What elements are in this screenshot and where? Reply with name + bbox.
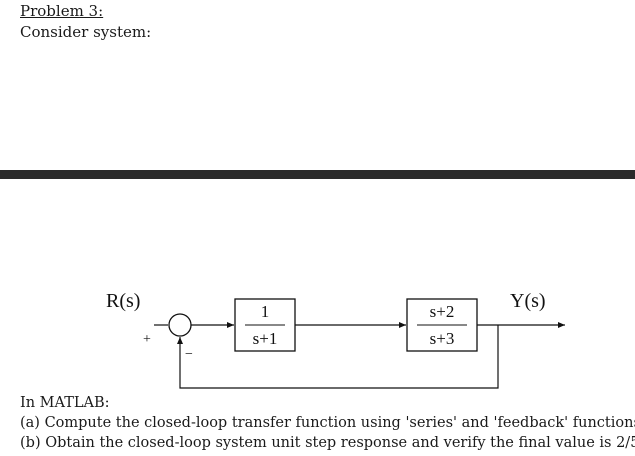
sum-plus-sign: + — [143, 332, 151, 347]
task-item-b: (b) Obtain the closed-loop system unit s… — [20, 433, 635, 453]
problem-subtitle: Consider system: — [20, 23, 152, 41]
block-2-numerator: s+2 — [430, 302, 455, 321]
matlab-tasks: In MATLAB: (a) Compute the closed-loop t… — [20, 393, 635, 453]
sum-minus-sign: − — [185, 347, 193, 362]
task-b-marker: (b) — [20, 435, 41, 451]
section-divider — [0, 170, 635, 179]
task-a-marker: (a) — [20, 415, 40, 431]
block-2-denominator: s+3 — [430, 329, 455, 348]
input-label: R(s) — [106, 290, 140, 312]
task-item-a: (a) Compute the closed-loop transfer fun… — [20, 413, 635, 433]
feedback-path — [177, 325, 499, 389]
output-label: Y(s) — [510, 290, 546, 312]
problem-heading: Problem 3: Consider system: — [20, 2, 151, 41]
task-b-text: Obtain the closed-loop system unit step … — [45, 435, 635, 451]
problem-label: Problem 3: — [20, 2, 104, 20]
summing-junction — [168, 313, 192, 337]
block-1-numerator: 1 — [261, 302, 270, 321]
tasks-intro: In MATLAB: — [20, 395, 110, 411]
block-1-denominator: s+1 — [253, 329, 278, 348]
task-a-text: Compute the closed-loop transfer functio… — [44, 415, 635, 431]
